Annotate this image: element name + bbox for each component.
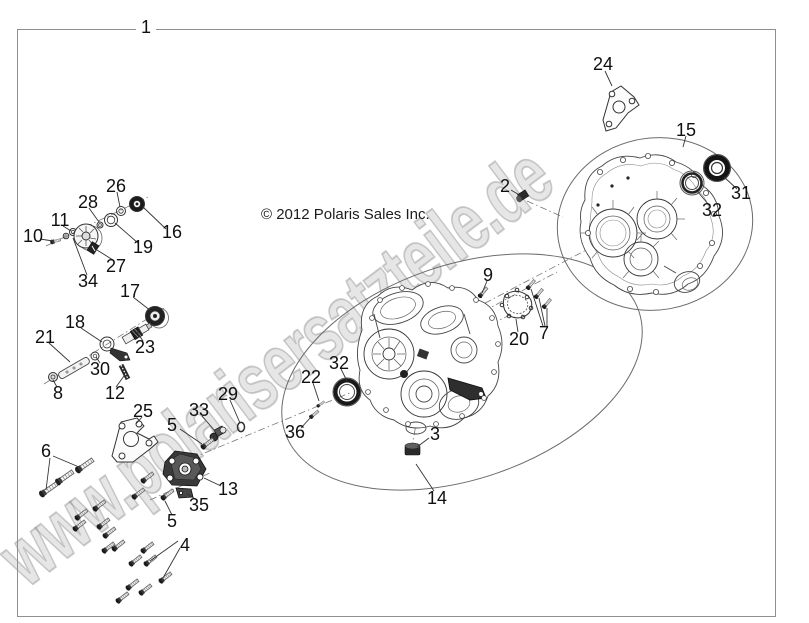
callout-19: 19	[132, 237, 154, 257]
seal-ring-32-right	[679, 170, 705, 196]
callout-22: 22	[300, 367, 322, 387]
gear-cluster-top-left	[49, 196, 145, 255]
callout-26: 26	[105, 176, 127, 196]
callout-29: 29	[217, 384, 239, 404]
cover-13-group	[162, 421, 246, 499]
callout-8: 8	[52, 383, 64, 403]
callout-11: 11	[50, 210, 70, 230]
callout-32-center: 32	[328, 353, 350, 373]
callout-3: 3	[429, 424, 441, 444]
callout-9: 9	[482, 265, 494, 285]
callout-4: 4	[179, 535, 191, 555]
copyright-notice: © 2012 Polaris Sales Inc.	[261, 206, 430, 223]
callout-7: 7	[538, 323, 550, 343]
callout-33: 33	[188, 400, 210, 420]
callout-13: 13	[217, 479, 239, 499]
callout-36: 36	[284, 422, 306, 442]
gearcase-right-half	[556, 137, 754, 311]
callout-34: 34	[77, 271, 99, 291]
callout-10: 10	[22, 226, 44, 246]
callout-17: 17	[119, 281, 141, 301]
callout-21: 21	[34, 327, 56, 347]
callout-6: 6	[40, 441, 52, 461]
callout-5a: 5	[166, 415, 178, 435]
gasket-20	[499, 287, 534, 320]
callout-1: 1	[135, 18, 157, 36]
callout-24: 24	[592, 54, 614, 74]
callout-25: 25	[132, 401, 154, 421]
callout-31: 31	[730, 183, 752, 203]
callout-30: 30	[89, 359, 111, 379]
callout-15: 15	[675, 120, 697, 140]
seal-ring-32-center	[332, 377, 362, 407]
callout-23: 23	[134, 337, 156, 357]
drain-plug-3	[404, 442, 421, 456]
shift-shaft-cluster	[48, 306, 169, 382]
leader-lines	[39, 70, 738, 579]
gearcase-left-half	[281, 253, 643, 491]
plug-2	[516, 189, 530, 203]
bearing-31	[703, 154, 731, 182]
callout-32-right: 32	[701, 200, 723, 220]
callout-27: 27	[105, 256, 127, 276]
callout-2: 2	[499, 176, 511, 196]
callout-16: 16	[161, 222, 183, 242]
bracket-24	[602, 85, 640, 132]
callout-12: 12	[104, 383, 126, 403]
callout-5b: 5	[166, 511, 178, 531]
callout-14: 14	[426, 488, 448, 508]
callout-28: 28	[77, 192, 99, 212]
callout-20: 20	[508, 329, 530, 349]
callout-35: 35	[188, 495, 210, 515]
bracket-25	[111, 417, 159, 463]
callout-18: 18	[64, 312, 86, 332]
